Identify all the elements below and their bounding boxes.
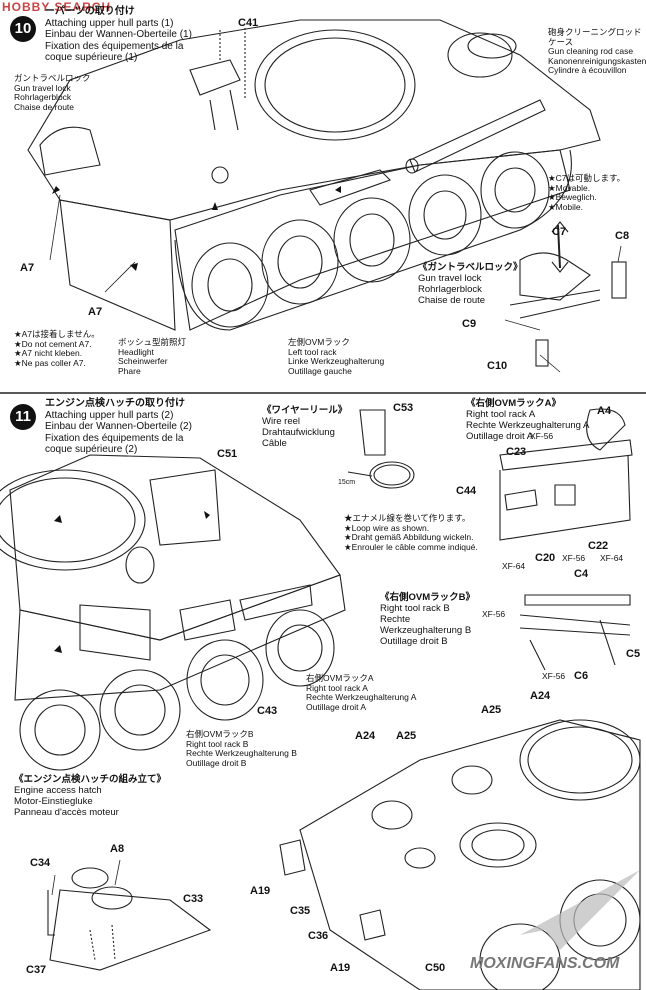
step-number-11: 11 (10, 404, 36, 430)
part-c7: C7 (552, 226, 567, 238)
a7-note: ★A7は接着しません。 ★Do not cement A7. ★A7 nicht… (14, 329, 100, 368)
part-c6: C6 (574, 670, 589, 682)
part-a7-lower: A7 (88, 306, 103, 318)
part-a8: A8 (110, 843, 125, 855)
right-tool-rack-a-box-label: 《右側OVMラックA》 Right tool rack A Rechte Wer… (466, 398, 590, 442)
paint-xf64-a: XF-64 (502, 561, 526, 571)
step-number-10: 10 (10, 16, 36, 42)
part-c23: C23 (506, 446, 527, 458)
left-tool-rack-label: 左側OVMラック Left tool rack Linke Werkzeugha… (288, 337, 385, 376)
paint-xf56-a: XF-56 (530, 431, 554, 441)
part-a24-right: A24 (530, 690, 551, 702)
paint-xf56-d: XF-56 (542, 671, 566, 681)
part-a25-left: A25 (396, 730, 417, 742)
paint-xf64-b: XF-64 (600, 553, 624, 563)
part-c37: C37 (26, 964, 47, 976)
part-c51: C51 (217, 448, 238, 460)
part-a24-left: A24 (355, 730, 376, 742)
part-c4: C4 (574, 568, 589, 580)
part-c22: C22 (588, 540, 609, 552)
part-c43: C43 (257, 705, 278, 717)
part-c10: C10 (487, 360, 508, 372)
part-c50: C50 (425, 962, 446, 974)
part-c41: C41 (238, 17, 259, 29)
watermark-bottom: MOXINGFANS.COM (470, 955, 620, 972)
wire-loop-note: ★エナメル線を巻いて作ります。 ★Loop wire as shown. ★Dr… (344, 513, 478, 552)
right-tool-rack-a-label: 右側OVMラックA Right tool rack A Rechte Werkz… (306, 673, 417, 712)
part-c36: C36 (308, 930, 329, 942)
watermark-top: HOBBY SEARCH (2, 0, 112, 14)
part-a19-upper: A19 (250, 885, 271, 897)
step11-title: エンジン点検ハッチの取り付け Attaching upper hull part… (45, 398, 192, 455)
part-a7-left: A7 (20, 262, 35, 274)
paint-xf56-c: XF-56 (482, 609, 506, 619)
part-c34: C34 (30, 857, 51, 869)
part-c33: C33 (183, 893, 204, 905)
part-a4: A4 (597, 405, 612, 417)
part-c44: C44 (456, 485, 477, 497)
paint-xf56-b: XF-56 (562, 553, 586, 563)
wire-reel-label: 《ワイヤーリール》 Wire reel Drahtaufwicklung Câb… (262, 405, 348, 449)
right-tool-rack-b-label: 右側OVMラックB Right tool rack B Rechte Werkz… (186, 729, 297, 768)
part-a25-right: A25 (481, 704, 502, 716)
part-c9: C9 (462, 318, 477, 330)
headlight-label: ボッシュ型前照灯 Headlight Scheinwerfer Phare (118, 337, 187, 376)
gun-cleaning-rod-label: 砲身クリーニングロッド ケース Gun cleaning rod case Ka… (548, 27, 646, 75)
part-a19-lower: A19 (330, 962, 351, 974)
part-c5: C5 (626, 648, 641, 660)
step10-title: ーパーツの取り付け Attaching upper hull parts (1)… (45, 6, 192, 63)
c7-movable-note: ★C7は可動します。 ★Movable. ★Beweglich. ★Mobile… (548, 173, 626, 212)
part-c35: C35 (290, 905, 311, 917)
part-c8: C8 (615, 230, 630, 242)
part-c20: C20 (535, 552, 556, 564)
gun-travel-lock-detail-label: 《ガントラベルロック》 Gun travel lock Rohrlagerblo… (418, 262, 523, 306)
gun-travel-lock-label: ガントラベルロック Gun travel lock Rohrlagerblock… (14, 73, 91, 112)
dimension-15cm: 15cm (338, 479, 356, 486)
engine-access-hatch-label: 《エンジン点検ハッチの組み立て》 Engine access hatch Mot… (14, 774, 167, 818)
right-tool-rack-b-box-label: 《右側OVMラックB》 Right tool rack B Rechte Wer… (380, 592, 476, 647)
part-c53: C53 (393, 402, 414, 414)
